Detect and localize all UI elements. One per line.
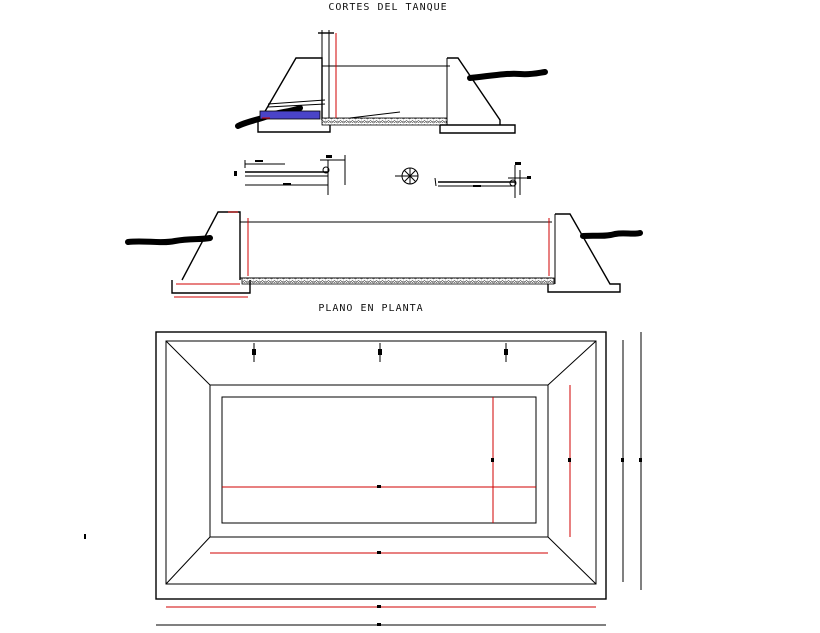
pipe-cross-section	[395, 167, 419, 185]
section-detail-long	[125, 211, 643, 298]
water-layer	[259, 110, 321, 120]
plan-title: PLANO EN PLANTA	[318, 303, 423, 314]
section-detail-top	[235, 30, 548, 134]
section-title: CORTES DEL TANQUE	[328, 2, 447, 13]
detail-left	[234, 155, 346, 195]
detail-right	[434, 162, 531, 198]
plan-view	[84, 331, 642, 626]
